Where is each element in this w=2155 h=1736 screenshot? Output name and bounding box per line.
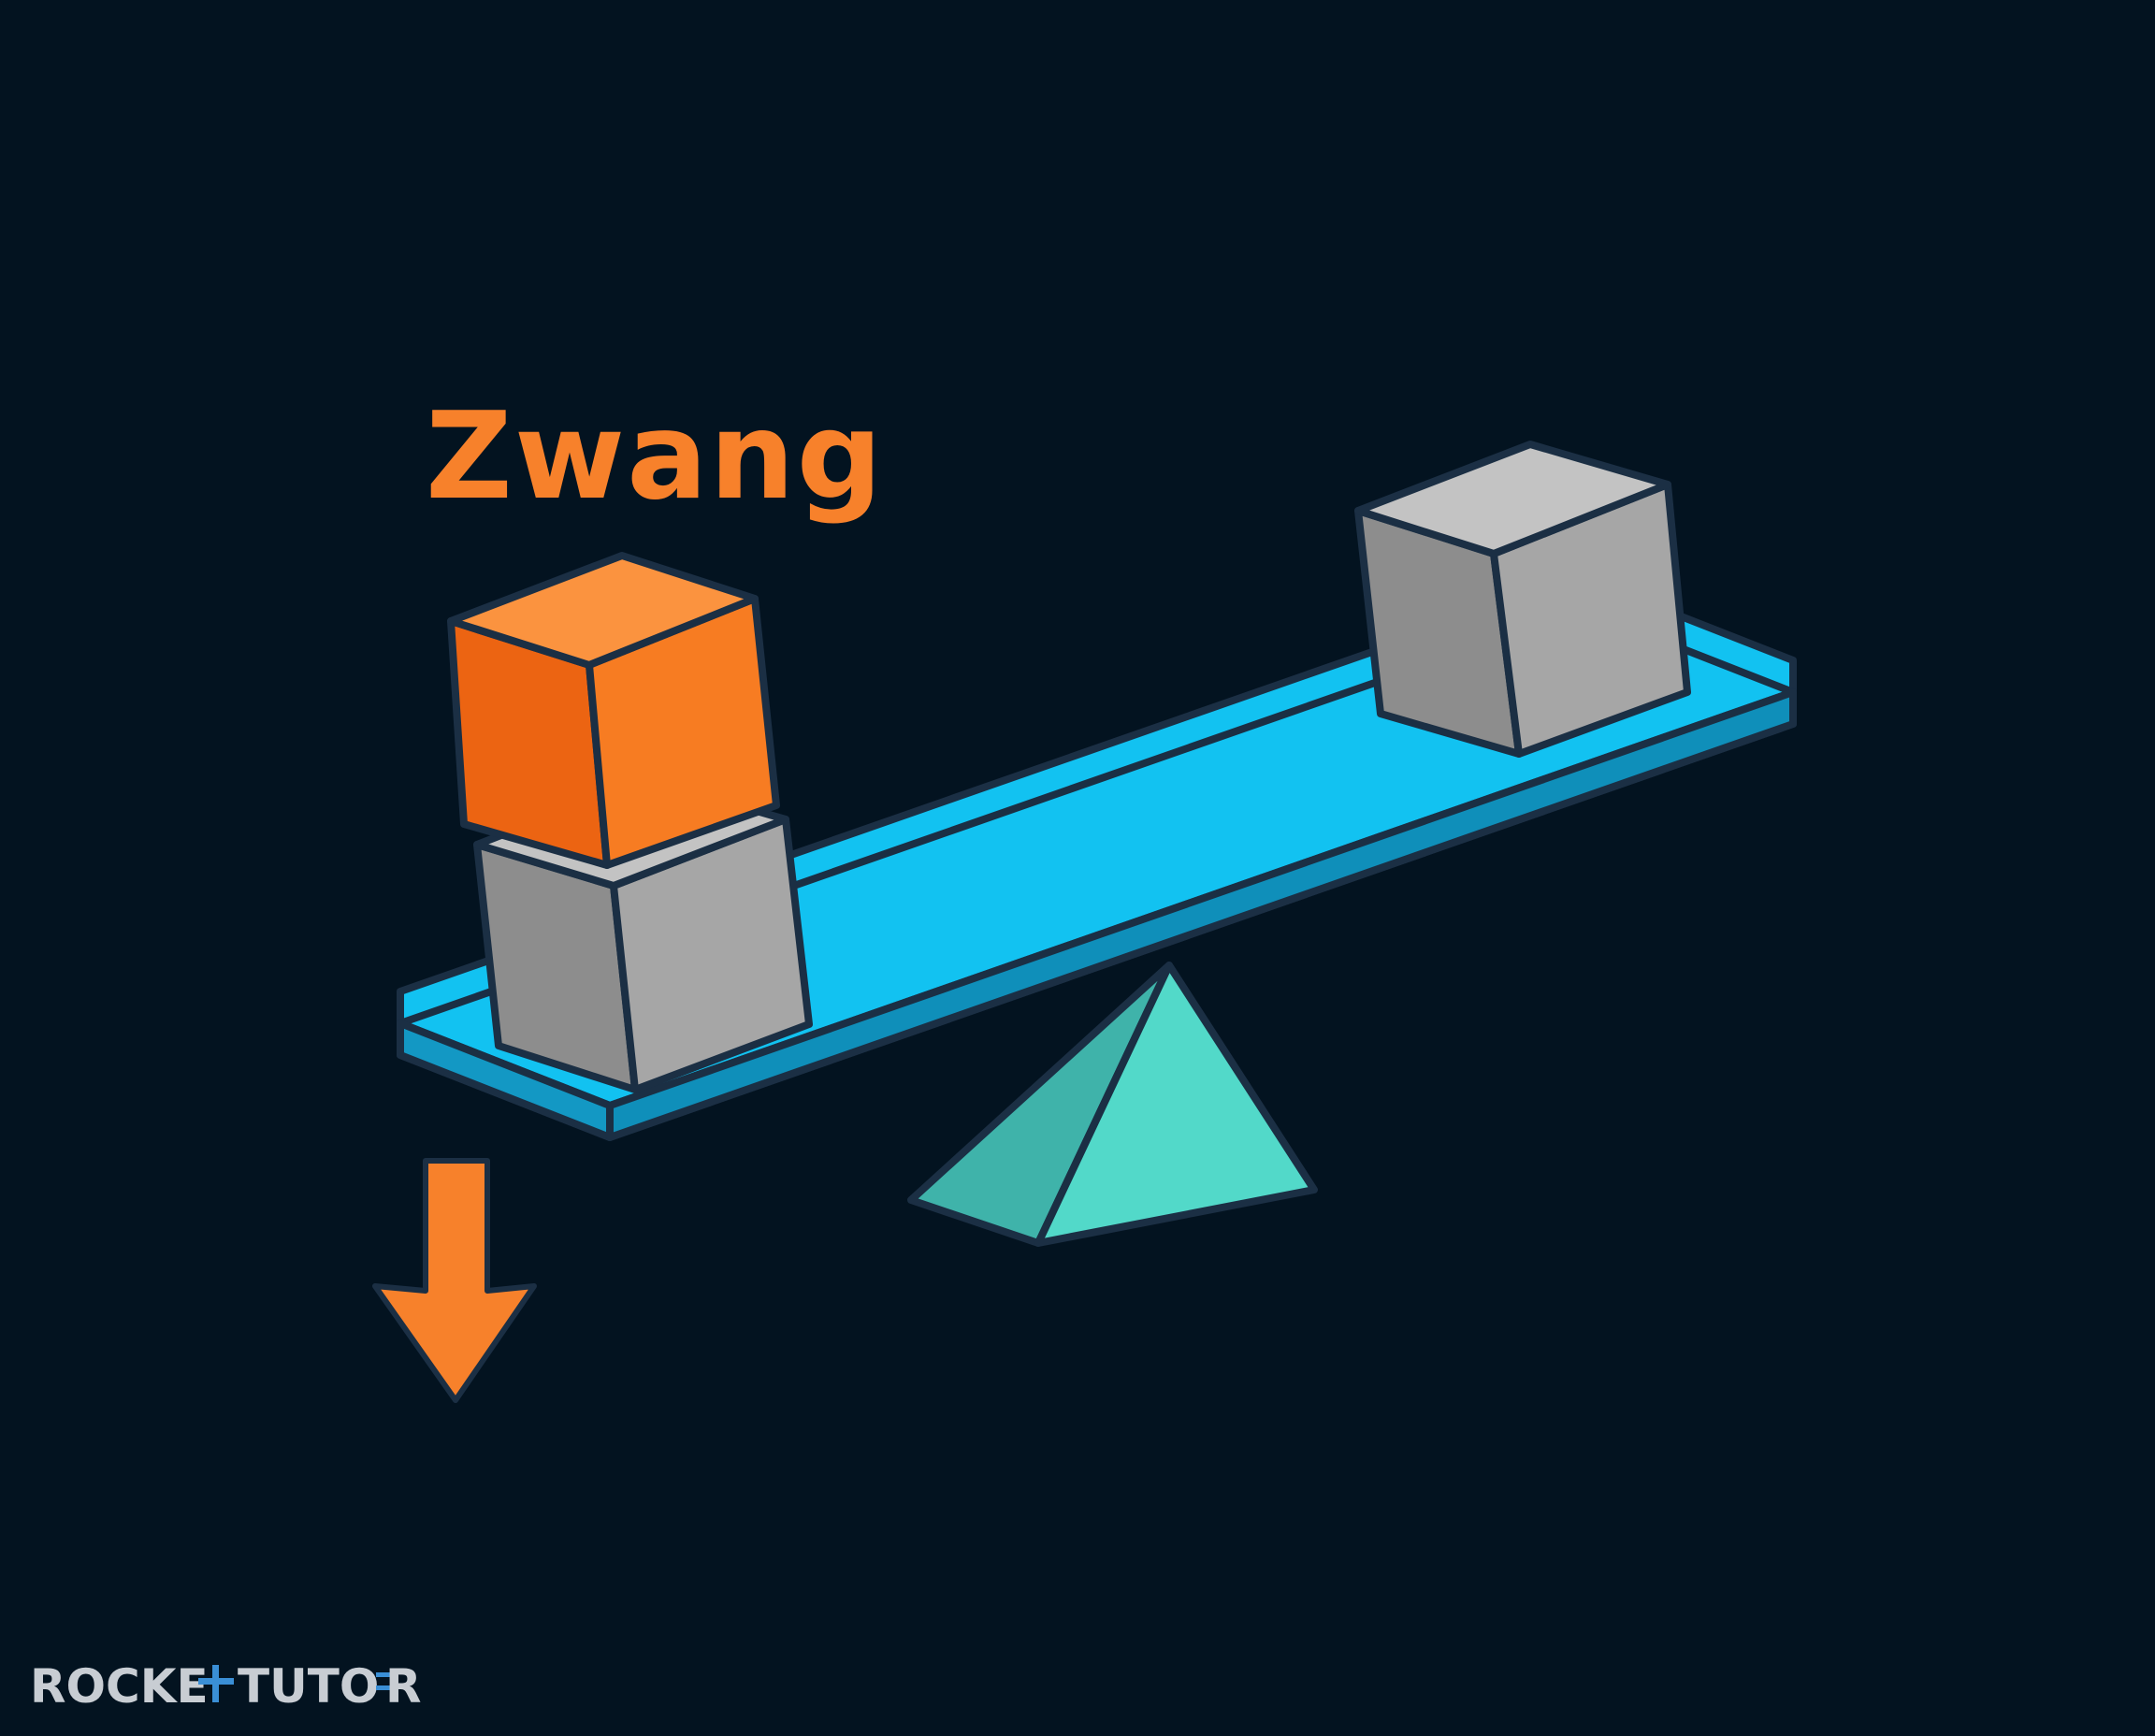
fulcrum — [907, 962, 1318, 1247]
arrow-down-icon — [372, 1158, 537, 1403]
fulcrum-right-face — [1034, 962, 1318, 1247]
logo-plus-vertical — [212, 1665, 219, 1702]
logo-text-end: R — [385, 1659, 422, 1714]
rocket-tutor-logo: ROCKE TUTO R — [30, 1659, 422, 1714]
arrow-down-shape — [372, 1158, 537, 1403]
orange-cube-top-face — [447, 552, 759, 669]
logo-accent-line-1 — [376, 1672, 395, 1677]
grey-cube-right — [1354, 441, 1691, 758]
logo-text-right: TUTO — [238, 1659, 379, 1714]
plank-end-strip — [606, 688, 1797, 1141]
logo-accent-line-2 — [376, 1685, 395, 1690]
zwang-label: Zwang — [426, 387, 884, 527]
orange-cube — [447, 552, 780, 869]
logo-text-left: ROCKE — [30, 1659, 209, 1714]
grey-cube-right-top-face — [1354, 441, 1671, 557]
